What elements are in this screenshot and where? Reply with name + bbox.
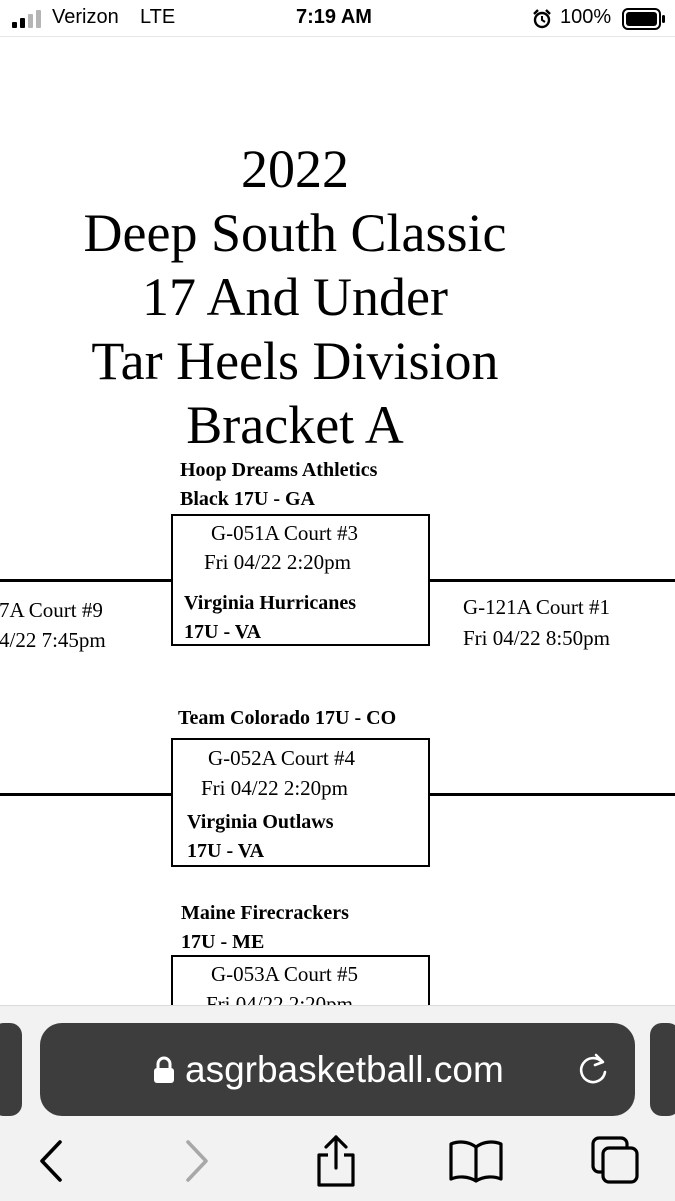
- title-line-year: 2022: [241, 139, 349, 199]
- tabs-icon: [591, 1136, 639, 1184]
- team-name: Team Colorado 17U - CO: [178, 707, 397, 729]
- battery-icon: [622, 8, 665, 30]
- game-1-id: G-051A Court #3: [211, 521, 358, 545]
- game-2-top-team[interactable]: Team Colorado 17U - CO: [178, 704, 396, 733]
- page-title: 2022 Deep South Classic 17 And Under Tar…: [0, 137, 590, 457]
- game-3-top-team[interactable]: Maine Firecrackers 17U - ME: [181, 899, 349, 957]
- title-line-age: 17 And Under: [142, 267, 448, 327]
- reload-icon[interactable]: [576, 1052, 610, 1088]
- game-2-datetime: Fri 04/22 2:20pm: [201, 776, 349, 800]
- title-line-event: Deep South Classic: [83, 203, 507, 263]
- game-1-top-team[interactable]: Hoop Dreams Athletics Black 17U - GA: [180, 456, 377, 514]
- bookmarks-button[interactable]: [446, 1131, 506, 1191]
- previous-tab-pill[interactable]: [0, 1023, 22, 1116]
- next-tab-pill[interactable]: [650, 1023, 675, 1116]
- tabs-button[interactable]: [586, 1131, 646, 1191]
- bracket-line-left-1: [0, 579, 172, 582]
- game-box-3[interactable]: [171, 955, 430, 1005]
- forward-icon: [186, 1140, 208, 1182]
- prior-game-court: 7A Court #9: [0, 598, 103, 622]
- team-division: 17U - VA: [184, 621, 262, 643]
- url-text: asgrbasketball.com: [185, 1049, 504, 1090]
- game-3-datetime: Fri 04/22 2:20pm: [206, 992, 354, 1005]
- title-line-bracket: Bracket A: [186, 395, 404, 455]
- team-name: Hoop Dreams Athletics: [180, 459, 378, 481]
- team-name: Virginia Hurricanes: [184, 592, 357, 614]
- bookmarks-icon: [449, 1140, 503, 1183]
- browser-toolbar: asgrbasketball.com: [0, 1005, 675, 1201]
- game-2-id: G-052A Court #4: [208, 746, 355, 770]
- carrier-label: Verizon: [52, 6, 119, 28]
- bracket-line-left-2: [0, 793, 172, 796]
- back-button[interactable]: [22, 1131, 82, 1191]
- game-box-2[interactable]: [171, 738, 430, 867]
- status-bar: Verizon LTE 7:19 AM 100%: [0, 0, 675, 37]
- battery-percent: 100%: [560, 6, 612, 28]
- bracket-line-right-2: [428, 793, 675, 796]
- team-division: 17U - ME: [181, 931, 265, 953]
- share-button[interactable]: [306, 1131, 366, 1191]
- prior-game-info[interactable]: 7A Court #9 4/22 7:45pm: [0, 595, 106, 655]
- next-game-court: G-121A Court #1: [463, 595, 610, 619]
- network-label: LTE: [140, 6, 176, 28]
- alarm-icon: [533, 9, 551, 29]
- team-name: Maine Firecrackers: [181, 902, 349, 924]
- team-name: Virginia Outlaws: [187, 811, 334, 833]
- game-1-bottom-team[interactable]: Virginia Hurricanes 17U - VA: [184, 589, 356, 647]
- lock-icon: [154, 1056, 174, 1083]
- game-box-1[interactable]: [171, 514, 430, 646]
- next-game-datetime: Fri 04/22 8:50pm: [463, 626, 611, 650]
- forward-button[interactable]: [166, 1131, 226, 1191]
- bracket-page: 2022 Deep South Classic 17 And Under Tar…: [0, 37, 675, 1005]
- game-1-datetime: Fri 04/22 2:20pm: [204, 550, 352, 574]
- team-division: Black 17U - GA: [180, 488, 315, 510]
- bracket-line-right-1: [428, 579, 675, 582]
- team-division: 17U - VA: [187, 840, 265, 862]
- next-game-info[interactable]: G-121A Court #1 Fri 04/22 8:50pm: [463, 592, 610, 654]
- status-time: 7:19 AM: [296, 6, 372, 28]
- prior-game-datetime: 4/22 7:45pm: [0, 628, 106, 652]
- title-line-division: Tar Heels Division: [91, 331, 499, 391]
- game-2-bottom-team[interactable]: Virginia Outlaws 17U - VA: [187, 808, 334, 866]
- signal-icon: [12, 10, 41, 28]
- address-bar[interactable]: asgrbasketball.com: [40, 1023, 635, 1116]
- back-icon: [40, 1140, 62, 1182]
- share-icon: [317, 1135, 355, 1187]
- game-3-id: G-053A Court #5: [211, 962, 358, 986]
